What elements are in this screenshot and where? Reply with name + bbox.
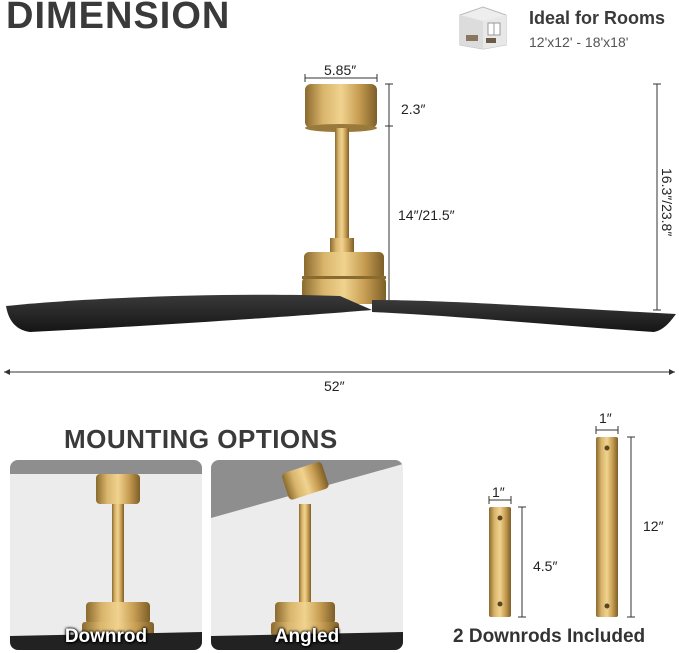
fan-diagram (0, 60, 679, 390)
motor-housing (304, 252, 384, 280)
downrods-included-caption: 2 Downrods Included (453, 626, 646, 647)
downrods-diagram (480, 400, 679, 625)
canopy-width-label: 5.85″ (324, 62, 357, 78)
downrod-mount-label: Downrod (64, 626, 148, 647)
downrod-mount-photo: Downrod (10, 460, 202, 650)
room-title: Ideal for Rooms (529, 8, 666, 28)
downrod-length-label: 14″/21.5″ (398, 207, 455, 223)
short-downrod (489, 507, 511, 617)
page-title: DIMENSION (6, 0, 231, 37)
angled-mount-photo: Angled (211, 460, 403, 650)
angled-mount-label: Angled (274, 626, 340, 647)
room-size-range: 12'x12' - 18'x18' (529, 34, 629, 50)
room-icon (458, 5, 508, 51)
long-rod-diameter-label: 1″ (599, 410, 612, 426)
mounting-options-title: MOUNTING OPTIONS (64, 424, 338, 454)
short-rod-diameter-label: 1″ (492, 484, 505, 500)
canopy (305, 84, 377, 128)
long-downrod (596, 437, 618, 617)
total-height-label: 16.3″/23.8″ (659, 168, 675, 237)
short-rod-length-label: 4.5″ (533, 558, 558, 574)
blade-right (372, 300, 676, 332)
long-rod-length-label: 12″ (643, 518, 664, 534)
blade-left (6, 294, 372, 332)
blade-span-label: 52″ (324, 378, 345, 394)
canopy-height-label: 2.3″ (401, 101, 426, 117)
downrod (335, 128, 349, 250)
